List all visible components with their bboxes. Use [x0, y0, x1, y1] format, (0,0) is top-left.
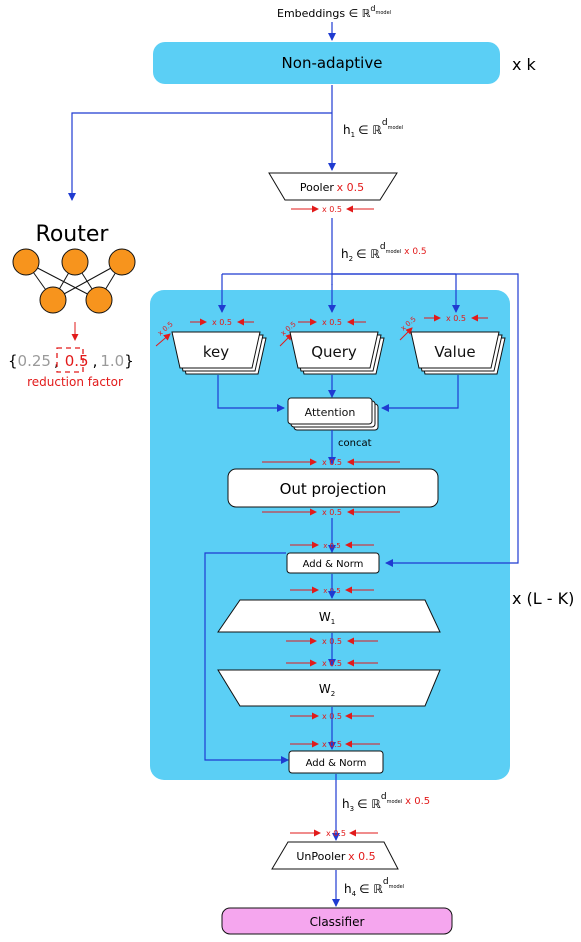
arrow-value-to-attention [381, 375, 459, 412]
scale-marker-value: x 0.5 [424, 314, 488, 323]
scale-marker-w2-in: x 0.5 [286, 659, 378, 668]
query-label: Query [311, 343, 357, 361]
w2-label: W [319, 682, 331, 696]
classifier-label: Classifier [310, 915, 365, 929]
adaptive-block-background [150, 290, 510, 780]
attention-label: Attention [305, 406, 356, 419]
scale-marker-pooler: x 0.5 [291, 205, 374, 214]
selected-option-bracket [56, 347, 84, 373]
query-projection: Query [289, 331, 385, 375]
scale-marker-addnorm1: x 0.5 [290, 541, 374, 550]
svg-text:x 0.5: x 0.5 [322, 205, 342, 214]
svg-text:x 0.5: x 0.5 [322, 318, 342, 327]
add-norm-1: Add & Norm [286, 552, 380, 574]
out-projection: Out projection [227, 468, 439, 508]
scale-marker-concat: x 0.5 [262, 458, 400, 467]
pooler-factor: x 0.5 [337, 181, 365, 194]
svg-text:W2: W2 [319, 682, 335, 698]
svg-text:x 0.5: x 0.5 [212, 318, 232, 327]
value-label: Value [434, 343, 475, 361]
classifier: Classifier [221, 907, 453, 935]
scale-marker-addnorm2: x 0.5 [290, 740, 380, 749]
ffn-w2: W2 [217, 669, 441, 707]
router: Router {0.25,0.5,1.0} reduction factor [8, 222, 136, 389]
svg-text:x 0.5: x 0.5 [446, 314, 466, 323]
attention: Attention [287, 397, 379, 431]
residual-path-left [204, 552, 289, 764]
arrow-key-to-attention [217, 375, 285, 412]
scale-marker-out: x 0.5 [262, 508, 400, 517]
scale-marker-key: x 0.5 [190, 318, 254, 327]
svg-text:x 0.5: x 0.5 [322, 740, 342, 749]
add-norm-2-label: Add & Norm [306, 758, 367, 769]
reduction-factor-caption: reduction factor [27, 375, 123, 389]
repeat-l-k-label: x (L - K) [512, 589, 574, 608]
non-adaptive-label: Non-adaptive [282, 54, 383, 72]
svg-text:W1: W1 [319, 610, 335, 626]
non-adaptive-layer: Non-adaptive [153, 42, 500, 84]
w1-label: W [319, 610, 331, 624]
svg-text:x 0.5: x 0.5 [322, 508, 342, 517]
out-projection-label: Out projection [280, 480, 387, 498]
router-title: Router [36, 222, 110, 247]
unpooler-label: UnPooler [296, 850, 346, 863]
h1-label: h1∈ ℝdmodel [343, 118, 403, 139]
add-norm-2: Add & Norm [288, 750, 384, 774]
add-norm-1-label: Add & Norm [303, 559, 364, 570]
key-projection: key [171, 331, 267, 375]
concat-label: concat [338, 438, 372, 449]
router-network-icon [12, 248, 136, 314]
svg-text:x 0.5: x 0.5 [326, 829, 346, 838]
svg-text:x 0.5: x 0.5 [323, 542, 341, 550]
scale-marker-query: x 0.5 [298, 318, 366, 327]
svg-text:x 0.5: x 0.5 [322, 659, 342, 668]
unpooler-factor: x 0.5 [348, 850, 376, 863]
embeddings-label: Embeddings ∈ ℝdmodel [277, 4, 391, 20]
value-projection: Value [410, 331, 506, 375]
selected-option: 0.5 [65, 352, 89, 370]
scale-marker-unpooler: x 0.5 [290, 829, 378, 838]
svg-text:x 0.5: x 0.5 [322, 458, 342, 467]
key-label: key [203, 343, 229, 361]
repeat-k-label: x k [512, 55, 537, 74]
ffn-w1: W1 [217, 599, 441, 633]
arrow-to-router [68, 112, 332, 201]
h4-label: h4∈ ℝdmodel [344, 877, 404, 898]
pooler-label: Pooler [300, 181, 335, 194]
reduction-options: {0.25,0.5,1.0} [8, 352, 134, 370]
